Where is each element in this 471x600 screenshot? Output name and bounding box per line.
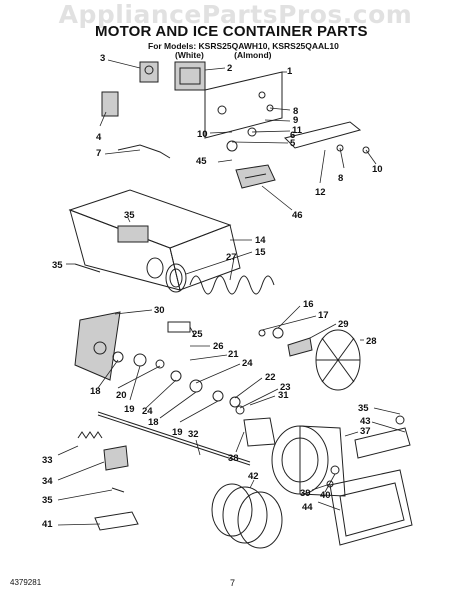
callout-label: 17 [318,310,329,321]
callout-label: 37 [360,426,371,437]
fan [315,329,361,391]
callout-label: 29 [338,319,349,330]
callout-label: 45 [196,156,207,167]
callout-label: 24 [242,358,253,369]
callout-label: 26 [213,341,224,352]
callout-label: 46 [292,210,303,221]
motor-clip [139,61,159,83]
callout-label: 5 [290,138,296,149]
callout-label: 35 [52,260,63,271]
models-line: For Models: KSRS25QAWH10, KSRS25QAAL10 [148,41,339,51]
callout-label: 35 [42,495,53,506]
callout-label: 8 [293,106,298,117]
callout-label: 35 [358,403,369,414]
callout-label: 10 [372,164,383,175]
callout-label: 33 [42,455,53,466]
watermark: AppliancePartsPros.com [58,0,413,29]
callout-label: 23 [280,382,291,393]
arm [117,144,171,159]
callout-label: 6 [290,130,295,141]
callout-label: 18 [90,386,101,397]
callout-label: 40 [320,490,331,501]
callout-label: 42 [248,471,259,482]
callout-label: 25 [192,329,203,340]
callout-label: 39 [300,488,311,499]
crusher-blade [74,311,121,381]
callout-label: 27 [226,252,237,263]
callout-label: 1 [287,66,293,77]
callout-label: 43 [360,416,371,427]
callout-label: 19 [172,427,183,438]
callout-label: 28 [366,336,377,347]
mounting-plate [204,71,283,139]
callout-label: 2 [227,63,232,74]
ring [165,263,187,293]
variant-white: (White) [175,50,204,60]
ice-container [68,189,241,291]
motor-mount [243,417,276,447]
callout-label: 10 [197,129,208,140]
callout-label: 8 [338,173,343,184]
drive-rod [97,411,251,466]
callout-label: 22 [265,372,276,383]
callout-label: 20 [116,390,127,401]
callout-label: 15 [255,247,266,258]
callout-label: 3 [100,53,105,64]
callout-label: 11 [292,125,303,136]
callout-label: 18 [148,417,159,428]
callout-label: 14 [255,235,266,246]
motor-cover [329,469,413,546]
clip-34 [103,445,129,471]
spring-33 [77,431,103,439]
callout-label: 31 [278,390,289,401]
callout-label: 21 [228,349,239,360]
bellows [211,483,283,549]
callout-label: 16 [303,299,314,310]
callout-labels: 1 2 3 4 5 6 7 8 8 9 10 10 11 12 14 15 16… [42,53,406,530]
callout-label: 9 [293,115,298,126]
bracket-29 [287,337,313,357]
callout-label: 7 [96,148,101,159]
callout-label: 30 [154,305,165,316]
bracket-43 [354,427,411,459]
spacer [167,321,191,333]
auger-spring [189,275,275,295]
chute [235,164,276,189]
footer-page-number: 7 [230,578,236,588]
bracket [101,91,119,117]
callout-label: 44 [302,502,313,513]
callout-label: 35 [124,210,135,221]
callout-label: 24 [142,406,153,417]
callout-label: 4 [96,132,102,143]
page-title: MOTOR AND ICE CONTAINER PARTS [95,23,368,40]
callout-label: 12 [315,187,326,198]
shelf-rail [284,121,362,149]
callout-label: 34 [42,476,53,487]
callout-label: 19 [124,404,135,415]
variant-almond: (Almond) [234,50,272,60]
small-hardware [74,104,405,493]
callout-label: 32 [188,429,199,440]
variant-labels: (White) (Almond) [175,50,299,60]
callout-label: 38 [228,453,239,464]
solenoid [174,61,206,91]
pad-41 [94,511,139,531]
footer-part-number: 4379281 [10,578,42,587]
motor [271,425,346,497]
callout-label: 41 [42,519,53,530]
